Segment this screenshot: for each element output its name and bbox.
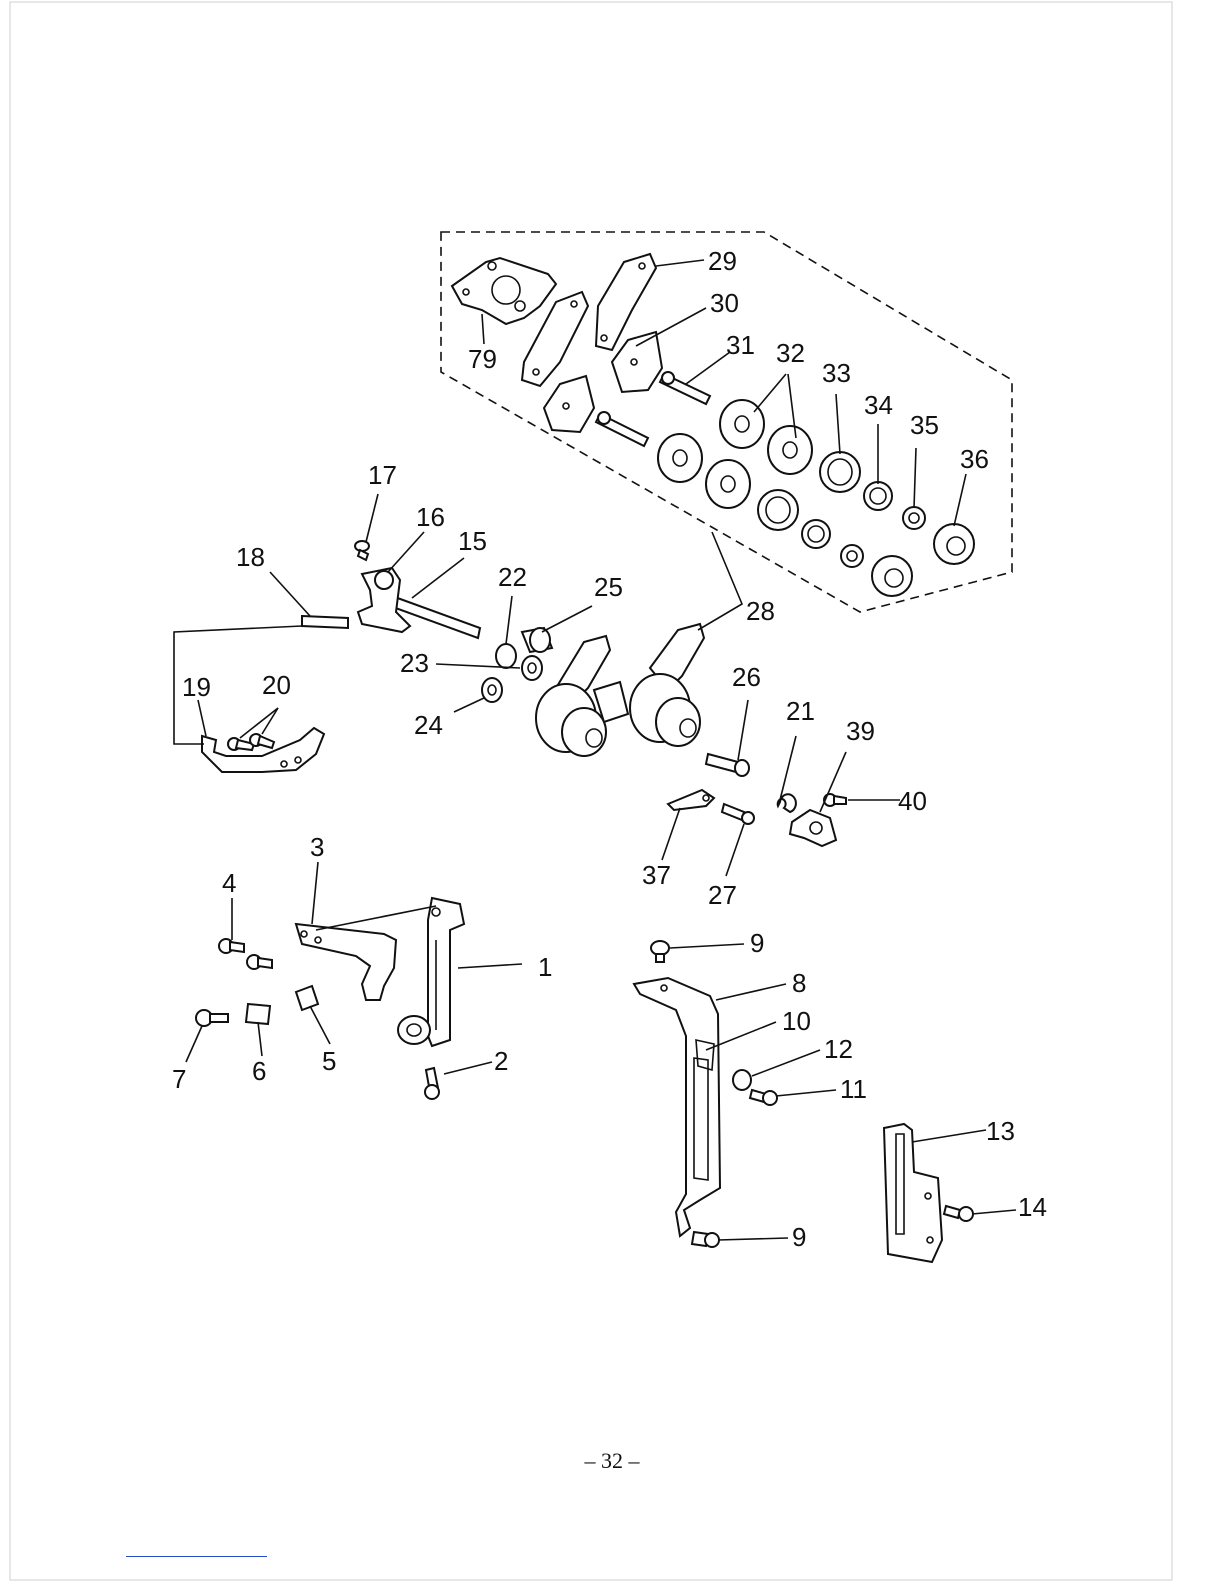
callout-31: 31 bbox=[726, 330, 755, 360]
callout-19: 19 bbox=[182, 672, 211, 702]
callout-9-bottom: 9 bbox=[792, 1222, 806, 1252]
part-13-plate bbox=[884, 1124, 942, 1262]
callout-18: 18 bbox=[236, 542, 265, 572]
callout-20: 20 bbox=[262, 670, 291, 700]
callout-37: 37 bbox=[642, 860, 671, 890]
callout-8: 8 bbox=[792, 968, 806, 998]
part-8-bracket bbox=[634, 978, 720, 1236]
part-22-washer bbox=[496, 644, 516, 668]
part-19-bracket bbox=[202, 728, 324, 772]
callout-16: 16 bbox=[416, 502, 445, 532]
callout-30: 30 bbox=[710, 288, 739, 318]
callout-3: 3 bbox=[310, 832, 324, 862]
part-79-plate bbox=[452, 258, 556, 324]
part-37-lever bbox=[668, 790, 714, 810]
callout-11: 11 bbox=[840, 1074, 867, 1104]
part-17-screw bbox=[355, 541, 369, 560]
callout-34: 34 bbox=[864, 390, 893, 420]
part-34-springs bbox=[802, 482, 892, 548]
callout-2: 2 bbox=[494, 1046, 508, 1076]
part-14-screw bbox=[944, 1206, 973, 1221]
part-28-tension-assembly bbox=[536, 624, 704, 756]
part-5-clip bbox=[296, 986, 318, 1010]
callout-39: 39 bbox=[846, 716, 875, 746]
part-6-spring bbox=[246, 1004, 270, 1024]
part-1-arm bbox=[398, 898, 464, 1046]
callout-26: 26 bbox=[732, 662, 761, 692]
callout-6: 6 bbox=[252, 1056, 266, 1086]
part-39-cam bbox=[790, 810, 836, 846]
part-18-spring bbox=[302, 616, 348, 628]
part-23-washer bbox=[522, 656, 542, 680]
callout-29: 29 bbox=[708, 246, 737, 276]
part-3-plate bbox=[296, 906, 436, 1000]
page-border bbox=[10, 2, 1172, 1580]
callout-10: 10 bbox=[782, 1006, 811, 1036]
callout-25: 25 bbox=[594, 572, 623, 602]
callout-7: 7 bbox=[172, 1064, 186, 1094]
part-20-screws bbox=[228, 734, 274, 750]
callout-15: 15 bbox=[458, 526, 487, 556]
callout-27: 27 bbox=[708, 880, 737, 910]
footer-link-underline bbox=[126, 1556, 267, 1557]
callout-32-label: 32 bbox=[776, 338, 805, 368]
part-27-screw bbox=[722, 804, 754, 824]
callout-36: 36 bbox=[960, 444, 989, 474]
callout-24: 24 bbox=[414, 710, 443, 740]
callout-79: 79 bbox=[468, 344, 497, 374]
callout-21: 21 bbox=[786, 696, 815, 726]
callout-12: 12 bbox=[824, 1034, 853, 1064]
callout-1: 1 bbox=[538, 952, 552, 982]
part-11-screw bbox=[750, 1090, 777, 1105]
callout-28: 28 bbox=[746, 596, 775, 626]
part-32-discs bbox=[658, 400, 812, 508]
callout-13: 13 bbox=[986, 1116, 1015, 1146]
callout-33: 33 bbox=[822, 358, 851, 388]
callout-14: 14 bbox=[1018, 1192, 1047, 1222]
callout-23: 23 bbox=[400, 648, 429, 678]
callout-17: 17 bbox=[368, 460, 397, 490]
callout-35: 35 bbox=[910, 410, 939, 440]
part-7-screw bbox=[196, 1010, 228, 1026]
callout-22: 22 bbox=[498, 562, 527, 592]
part-26-screw bbox=[706, 754, 749, 776]
callout-5: 5 bbox=[322, 1046, 336, 1076]
part-12-washer bbox=[733, 1070, 751, 1090]
page-number: – 32 – bbox=[0, 1448, 1224, 1474]
callout-4: 4 bbox=[222, 868, 236, 898]
part-2-screw bbox=[425, 1068, 439, 1099]
part-24-washer bbox=[482, 678, 502, 702]
part-25-collar bbox=[522, 628, 552, 652]
callout-9-top: 9 bbox=[750, 928, 764, 958]
part-4-screws bbox=[219, 939, 272, 969]
callout-40: 40 bbox=[898, 786, 927, 816]
